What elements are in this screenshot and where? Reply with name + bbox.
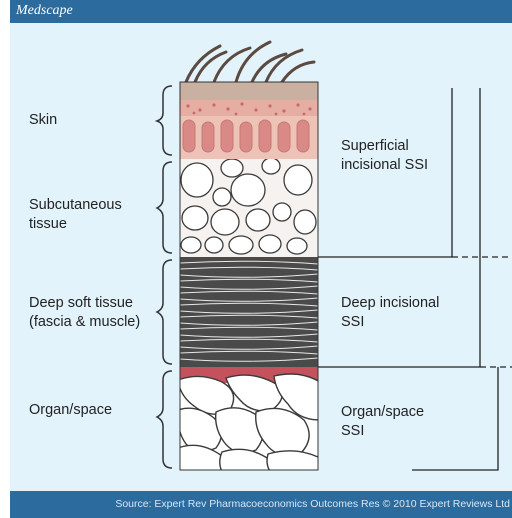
category-label-deep-line2: SSI — [341, 313, 364, 332]
category-label-deep-line1: Deep incisional — [341, 294, 439, 313]
layer-label-deep-line1: Deep soft tissue — [29, 294, 133, 313]
brace-deep-tissue — [157, 260, 172, 364]
left-braces — [157, 86, 172, 468]
layer-label-organ: Organ/space — [29, 401, 112, 420]
deep-tissue-layer — [180, 257, 318, 367]
category-label-organ-line2: SSI — [341, 422, 364, 441]
footer-bar: Source: Expert Rev Pharmacoeconomics Out… — [10, 491, 512, 518]
subcutaneous-layer — [180, 158, 318, 257]
brace-organ — [157, 371, 172, 468]
organ-layer — [178, 367, 320, 478]
hair-strands — [186, 42, 314, 82]
brace-subcutaneous — [157, 162, 172, 253]
category-label-organ-line1: Organ/space — [341, 403, 424, 422]
layer-label-deep-line2: (fascia & muscle) — [29, 313, 140, 332]
layer-label-skin: Skin — [29, 111, 57, 130]
ssi-dashed-extensions — [452, 257, 512, 367]
brace-skin — [157, 86, 172, 155]
skin-layer — [180, 82, 318, 159]
category-label-superficial-line1: Superficial — [341, 137, 409, 156]
category-label-superficial-line2: incisional SSI — [341, 156, 428, 175]
organ-bracket — [412, 367, 498, 470]
layer-label-subcutaneous-line2: tissue — [29, 215, 67, 234]
layer-label-subcutaneous-line1: Subcutaneous — [29, 196, 122, 215]
source-citation: Source: Expert Rev Pharmacoeconomics Out… — [115, 498, 510, 510]
